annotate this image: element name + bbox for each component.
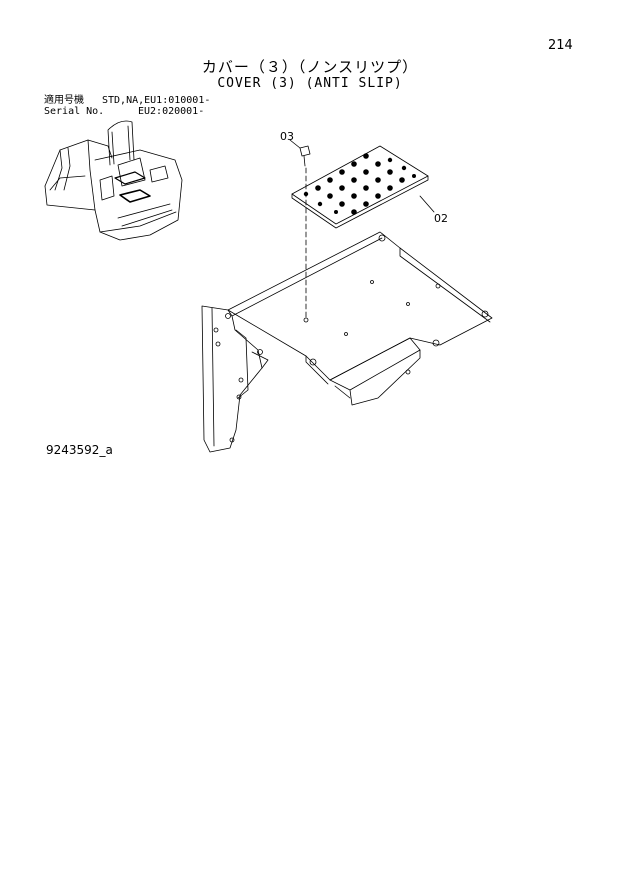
callout-label-03: 03 bbox=[280, 130, 294, 143]
page-title-japanese: カバー（３）（ノンスリツプ） bbox=[201, 58, 419, 76]
serial-applicability: 適用号機 STD,NA,EU1:010001- Serial No. EU2:020… bbox=[44, 95, 210, 117]
page-title-english: COVER (3) (ANTI SLIP) bbox=[217, 76, 403, 91]
applicable-model-label: 適用号機 bbox=[44, 95, 84, 106]
floor-panel-frame bbox=[201, 231, 493, 453]
excavator-locator-drawing bbox=[44, 120, 183, 241]
drawing-number: 9243592_a bbox=[46, 443, 113, 457]
serial-no-label: Serial No. bbox=[44, 106, 105, 117]
serial-range-1: STD,NA,EU1:010001- bbox=[102, 95, 211, 106]
serial-range-2: EU2:020001- bbox=[138, 106, 205, 117]
callout-label-02: 02 bbox=[434, 212, 448, 225]
bolt-part-03 bbox=[289, 139, 311, 167]
anti-slip-perforations bbox=[303, 153, 416, 215]
anti-slip-plate-part-02 bbox=[291, 145, 435, 229]
page-number: 214 bbox=[548, 38, 573, 53]
